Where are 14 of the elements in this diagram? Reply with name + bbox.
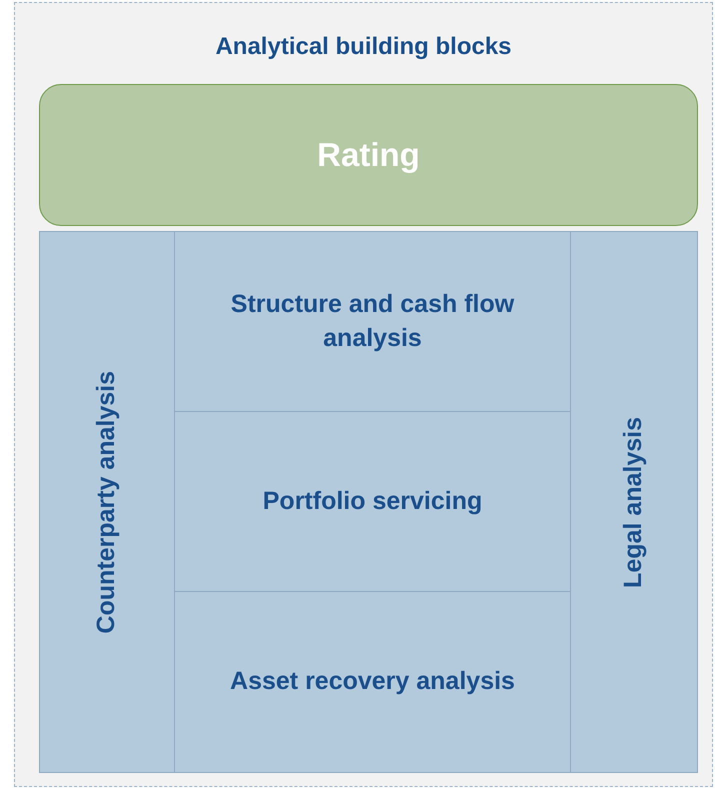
- block-label: Asset recovery analysis: [229, 666, 516, 698]
- block-label: Legal analysis: [618, 416, 648, 588]
- counterparty-box: [39, 231, 175, 773]
- legal-box: [570, 231, 698, 773]
- structure-box: [174, 231, 571, 412]
- rating-box: [39, 84, 698, 226]
- frame-title: Analytical building blocks: [215, 32, 512, 62]
- servicing-box: [174, 411, 571, 592]
- rating-label: Rating: [317, 134, 420, 175]
- recovery-box: [174, 591, 571, 773]
- block-label: Structure and cash flow analysis: [230, 288, 516, 354]
- outer-frame: [14, 2, 713, 787]
- block-label: Portfolio servicing: [262, 486, 484, 517]
- block-label: Counterparty analysis: [91, 370, 122, 634]
